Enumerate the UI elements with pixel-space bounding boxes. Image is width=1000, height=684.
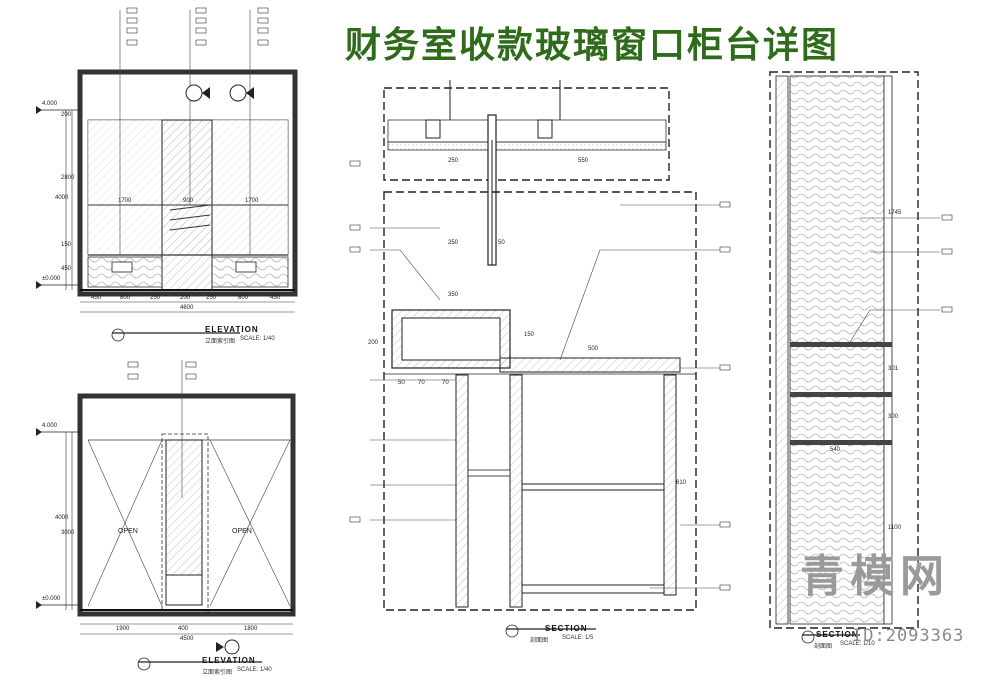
section-1-dim: 550 [578, 158, 589, 164]
elevation-1-dim: 1700 [118, 198, 132, 204]
section-2-dim: 1745 [888, 210, 902, 216]
section-2-dim: 540 [830, 447, 841, 453]
elevation-2-label: ELEVATION [202, 656, 256, 665]
section-1-dim: 250 [448, 158, 459, 164]
section-1-dim: 50 [498, 240, 505, 246]
elevation-2-dim-total: 4500 [180, 636, 194, 642]
section-1-dim: 610 [676, 480, 687, 486]
section-2-subtitle: 剖面图 [814, 644, 833, 650]
drawing-title: 财务室收款玻璃窗口柜台详图 [345, 25, 840, 66]
elevation-1-drawing [36, 7, 298, 342]
elevation-1-dim: 200 [180, 295, 191, 301]
elevation-2-dim: 4000 [55, 515, 69, 521]
elevation-1-dim: 800 [120, 295, 131, 301]
elevation-1-dim: 200 [61, 112, 72, 118]
elevation-1-dim: 450 [91, 295, 102, 301]
elevation-1-dim: 250 [206, 295, 217, 301]
section-2-dim: 1100 [888, 525, 901, 531]
elevation-2-scale: SCALE: 1/40 [237, 667, 272, 673]
section-1-dim: 70 [418, 380, 425, 386]
elevation-1-dim-total: 4600 [180, 305, 194, 311]
section-1-dim: 350 [448, 292, 459, 298]
elevation-1-dim: 2800 [61, 175, 75, 181]
door-open-label: OPEN [232, 528, 252, 535]
elevation-1-label: ELEVATION [205, 325, 259, 334]
elevation-2-dim: 1900 [116, 626, 130, 632]
section-1-label: SECTION [545, 624, 588, 633]
elevation-2-subtitle: 立面索引图 [202, 670, 233, 676]
section-1-dim: 50 [398, 380, 405, 386]
elevation-2-dim: 400 [178, 626, 189, 632]
elevation-1-dim: 4000 [55, 195, 69, 201]
elevation-1-dim: 150 [61, 242, 72, 248]
elevation-1-dim: 250 [150, 295, 161, 301]
section-1-subtitle: 剖面图 [530, 638, 549, 644]
section-1-drawing [349, 80, 731, 638]
section-2-dim: 301 [888, 366, 899, 372]
elevation-1-dim: 800 [238, 295, 249, 301]
elevation-1-level-top: 4.000 [42, 101, 58, 107]
elevation-1-dim: 450 [61, 266, 72, 272]
elevation-1-dim: 1700 [245, 198, 259, 204]
section-1-dim: 200 [368, 340, 379, 346]
section-2-label: SECTION [816, 630, 859, 639]
section-1-dim: 150 [524, 332, 535, 338]
elevation-1-subtitle: 立面索引图 [205, 339, 236, 345]
elevation-1-dim: 900 [183, 198, 194, 204]
section-1-scale: SCALE: 1/5 [562, 635, 594, 641]
elevation-2-level-top: 4.000 [42, 423, 58, 429]
elevation-2-dim: 3000 [61, 530, 75, 536]
elevation-1-scale: SCALE: 1/40 [240, 336, 275, 342]
elevation-1-dim: 450 [270, 295, 281, 301]
brand-watermark: 青模网 [800, 551, 950, 602]
section-2-dim: 300 [888, 414, 899, 420]
door-open-label: OPEN [118, 528, 138, 535]
image-id-watermark: ID:2093363 [852, 626, 965, 646]
elevation-1-level-bottom: ±0.000 [42, 276, 61, 282]
elevation-2-drawing [36, 360, 296, 671]
section-1-dim: 500 [588, 346, 599, 352]
section-1-dim: 70 [442, 380, 449, 386]
section-2-scale: SCALE: 1/10 [840, 641, 875, 647]
section-1-dim: 250 [448, 240, 459, 246]
elevation-2-dim: 1800 [244, 626, 258, 632]
elevation-2-level-bottom: ±0.000 [42, 596, 61, 602]
section-2-drawing [769, 71, 953, 644]
